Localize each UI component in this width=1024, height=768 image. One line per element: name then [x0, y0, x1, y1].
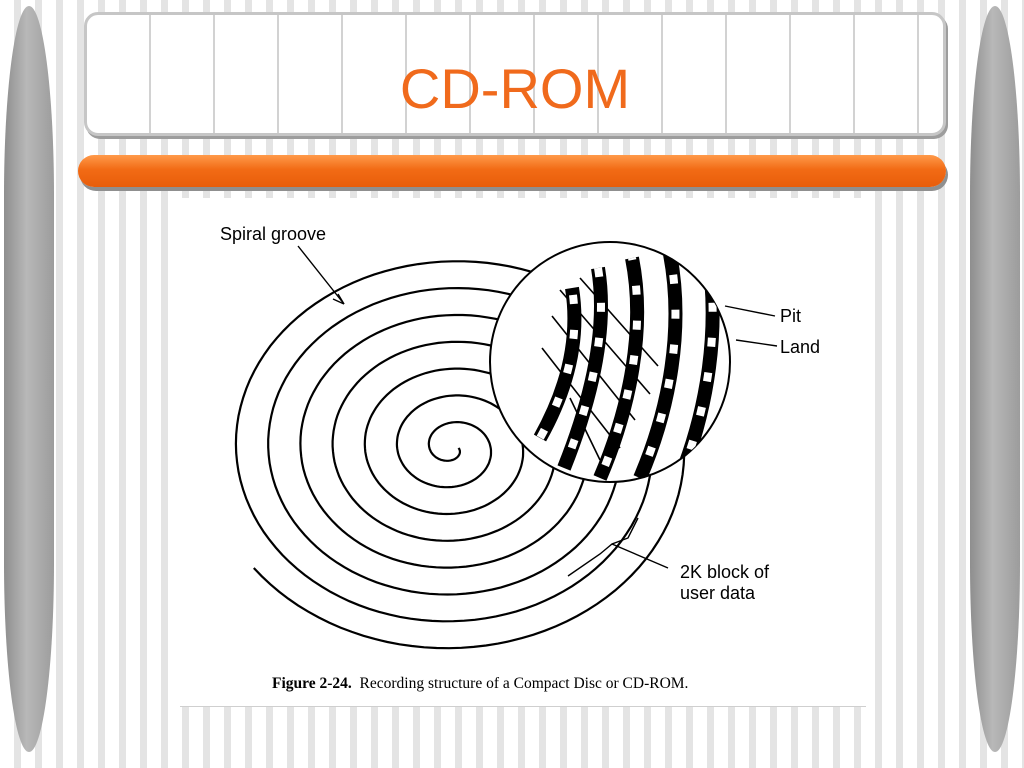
- spiral-groove-label: Spiral groove: [220, 224, 327, 244]
- title-frame: CD-ROM: [84, 12, 946, 136]
- block-label-line2: user data: [680, 583, 756, 603]
- pit-leader-line: [724, 305, 776, 317]
- left-decorative-pillar: [4, 6, 54, 752]
- track-stripe: [593, 256, 645, 481]
- block-bracket: [567, 517, 639, 577]
- pit-marks: [560, 267, 605, 470]
- spiral-groove-leader-line: [297, 245, 345, 305]
- land-leader-line: [735, 339, 778, 347]
- pit-marks: [636, 253, 680, 480]
- orange-divider-bar: [78, 155, 946, 187]
- right-decorative-pillar: [970, 6, 1020, 752]
- block-label-line1: 2K block of: [680, 562, 770, 582]
- spiral-groove-drawing: [234, 260, 686, 650]
- figure-caption: Figure 2-24. Recording structure of a Co…: [272, 675, 688, 693]
- pit-label: Pit: [780, 306, 802, 326]
- figure-panel: Spiral groove Pit Land 2K block of user …: [180, 198, 866, 707]
- figure-caption-text: Recording structure of a Compact Disc or…: [359, 675, 689, 692]
- track-stripe: [533, 286, 582, 442]
- cd-recording-structure-diagram: [234, 241, 778, 650]
- block-leader-line: [611, 543, 669, 569]
- land-label: Land: [780, 337, 821, 357]
- figure-caption-number: Figure 2-24.: [272, 675, 352, 692]
- slide-title: CD-ROM: [399, 57, 631, 120]
